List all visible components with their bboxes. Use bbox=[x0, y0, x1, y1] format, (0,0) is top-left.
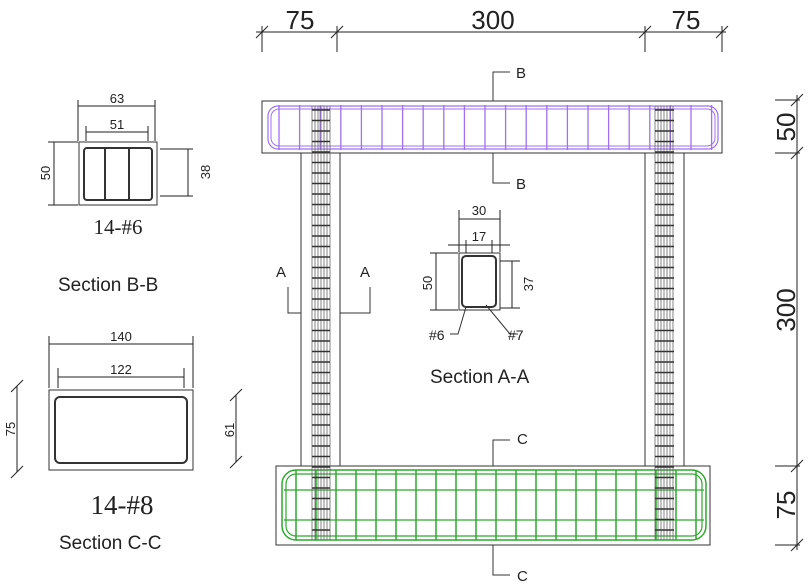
section-bb: 63 51 50 38 14-#6 Section B-B bbox=[38, 91, 213, 296]
dim-column-300: 300 bbox=[771, 288, 801, 331]
aa-height: 50 bbox=[420, 276, 435, 290]
cc-title: Section C-C bbox=[59, 533, 161, 554]
cut-mark-c-top: C bbox=[517, 431, 528, 448]
cc-rebar-label: 14-#8 bbox=[91, 490, 154, 520]
section-aa: 30 17 50 37 #6 #7 Section A-A bbox=[420, 203, 536, 388]
dim-span-300: 300 bbox=[471, 5, 514, 35]
top-beam bbox=[261, 100, 723, 154]
bottom-beam-rebar-cage bbox=[281, 469, 707, 541]
dim-bottom-beam-75: 75 bbox=[771, 491, 801, 520]
cut-mark-b-top: B bbox=[516, 65, 526, 82]
frame-elevation bbox=[261, 100, 723, 546]
aa-inner-width: 17 bbox=[472, 229, 486, 244]
section-cut-marks: B B C C A A bbox=[276, 65, 528, 585]
aa-bar-label-7: #7 bbox=[508, 327, 524, 343]
aa-inner-height: 37 bbox=[521, 277, 536, 291]
bb-width: 63 bbox=[110, 91, 124, 106]
bottom-beam bbox=[275, 465, 711, 546]
dim-top-beam-50: 50 bbox=[771, 113, 801, 142]
cc-inner-height: 61 bbox=[222, 423, 237, 437]
right-dimension-chain: 50 300 75 bbox=[771, 93, 804, 552]
section-cc: 140 122 75 61 14-#8 Section C-C bbox=[3, 329, 243, 554]
dim-left-75: 75 bbox=[286, 5, 315, 35]
aa-title: Section A-A bbox=[430, 367, 530, 388]
cut-mark-a-right: A bbox=[360, 264, 370, 281]
bb-height: 50 bbox=[38, 166, 53, 180]
bb-title: Section B-B bbox=[58, 275, 158, 296]
bb-inner-height: 38 bbox=[198, 165, 213, 179]
bb-rebar-label: 14-#6 bbox=[94, 215, 143, 239]
aa-bar-label-6: #6 bbox=[429, 327, 445, 343]
cc-width: 140 bbox=[110, 329, 132, 344]
cut-mark-b-bottom: B bbox=[516, 176, 526, 193]
column-rebar-cages bbox=[311, 106, 674, 540]
aa-width: 30 bbox=[472, 203, 486, 218]
cut-mark-c-bottom: C bbox=[517, 568, 528, 585]
cc-height: 75 bbox=[3, 422, 18, 436]
bb-inner-width: 51 bbox=[110, 117, 124, 132]
top-dimension-chain: 75 300 75 bbox=[255, 5, 729, 52]
top-beam-rebar-cage bbox=[267, 105, 719, 150]
cc-inner-width: 122 bbox=[110, 362, 132, 377]
dim-right-75: 75 bbox=[672, 5, 701, 35]
cut-mark-a-left: A bbox=[276, 264, 286, 281]
